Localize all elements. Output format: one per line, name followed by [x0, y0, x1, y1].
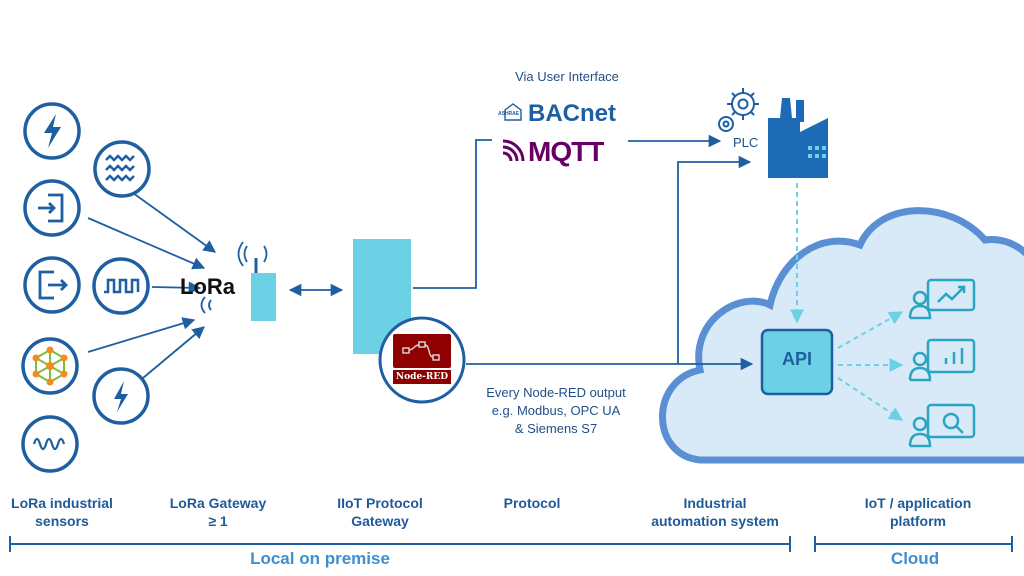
api-line-to-plc [677, 155, 752, 364]
lora-gateway-device [200, 241, 276, 321]
bacnet-logo [504, 103, 522, 121]
col-gateway-line-1: LoRa Gateway [169, 495, 267, 511]
col-iiot-line-1: IIoT Protocol [337, 495, 423, 511]
gear-icon [718, 88, 759, 132]
col-gateway-line-2: ≥ 1 [208, 513, 228, 529]
col-iiot-label: IIoT Protocol Gateway [320, 494, 440, 530]
col-iiot-line-2: Gateway [351, 513, 409, 529]
mqtt-signal-icon [502, 139, 525, 162]
plc-label: PLC [733, 135, 759, 150]
sensor-lightning-2 [92, 367, 150, 425]
local-scope-ruler [9, 536, 791, 552]
sensor-wave-pattern [93, 140, 151, 198]
note-line-2: e.g. Modbus, OPC UA [491, 403, 621, 418]
note-line-3: & Siemens S7 [514, 421, 598, 436]
col-industrial-line-1: Industrial [683, 495, 747, 511]
search-dashboard-icon [908, 403, 976, 448]
sensor-network-hub [21, 337, 79, 395]
cloud-scope-ruler [814, 536, 1013, 552]
col-protocol-line-1: Protocol [503, 495, 561, 511]
api-label: API [781, 349, 812, 369]
bar-chart-dashboard-icon [908, 338, 976, 382]
line-chart-dashboard-icon [908, 278, 976, 320]
sensor-square-wave [92, 257, 150, 315]
node-red-logo [378, 316, 466, 404]
lora-logo-text: LoRa [180, 274, 235, 299]
sensor-login [23, 179, 81, 237]
gateway-to-protocols-line [413, 139, 492, 289]
scope-local-label: Local on premise [250, 549, 390, 568]
cloud-shape [659, 207, 1024, 464]
api-to-platform-arrows [837, 311, 904, 421]
node-red-output-note: Every Node-RED output e.g. Modbus, OPC U… [466, 384, 646, 438]
ashrae-text: ASHRAE [498, 111, 520, 117]
api-box [760, 328, 834, 396]
bacnet-logo-text: BACnet [528, 100, 616, 127]
sensor-arrows [87, 192, 217, 379]
col-industrial-label: Industrial automation system [635, 494, 795, 530]
factory-icon [768, 98, 828, 178]
col-iot-label: IoT / application platform [848, 494, 988, 530]
sensor-logout [23, 256, 81, 314]
via-ui-annotation: Via User Interface [515, 69, 619, 84]
col-protocol-label: Protocol [472, 494, 592, 512]
col-industrial-line-2: automation system [651, 513, 779, 529]
col-iot-line-1: IoT / application [864, 495, 972, 511]
note-line-1: Every Node-RED output [486, 385, 626, 400]
scope-cloud-label: Cloud [890, 549, 940, 568]
mqtt-logo-text: MQTT [528, 136, 604, 167]
col-sensors-line-1: LoRa industrial [11, 495, 113, 511]
col-sensors-label: LoRa industrial sensors [2, 494, 122, 530]
col-sensors-line-2: sensors [35, 513, 89, 529]
sensor-sine-wave [21, 415, 79, 473]
col-iot-line-2: platform [890, 513, 946, 529]
sensor-lightning-1 [23, 102, 81, 160]
node-red-label: Node-RED [395, 372, 449, 382]
col-gateway-label: LoRa Gateway ≥ 1 [158, 494, 278, 530]
